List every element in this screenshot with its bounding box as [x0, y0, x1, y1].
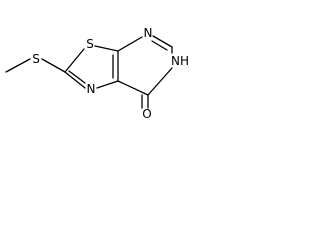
atom-s-methylthio: S — [32, 52, 40, 66]
bond-n7-c6 — [152, 35, 173, 48]
atom-labels: S S N N NH O — [32, 26, 189, 121]
bond-c3a-n3 — [96, 80, 119, 89]
bond-c7a-n7 — [117, 36, 143, 52]
bond-n7-c6-double — [151, 40, 168, 51]
bond-c2-s1 — [64, 48, 85, 73]
structure-canvas: S S N N NH O — [0, 0, 213, 121]
atom-nh-ring: NH — [171, 54, 189, 68]
bond-n5-c4 — [147, 67, 173, 96]
bond-s1-c7a — [94, 45, 119, 52]
bond-n3-c2 — [64, 71, 86, 89]
atom-n-thiazole: N — [87, 82, 96, 96]
atom-o-carbonyl: O — [142, 107, 151, 121]
atom-n-pyrimidine-top: N — [144, 26, 153, 40]
bonds — [5, 35, 173, 109]
molecule-diagram: S S N N NH O — [5, 26, 189, 121]
atom-s-ring: S — [86, 37, 94, 51]
bond-c4-c3a — [117, 80, 149, 96]
bond-s-c2 — [41, 58, 66, 73]
bond-n3-c2-double — [68, 70, 86, 84]
bond-methyl-s — [5, 58, 31, 73]
